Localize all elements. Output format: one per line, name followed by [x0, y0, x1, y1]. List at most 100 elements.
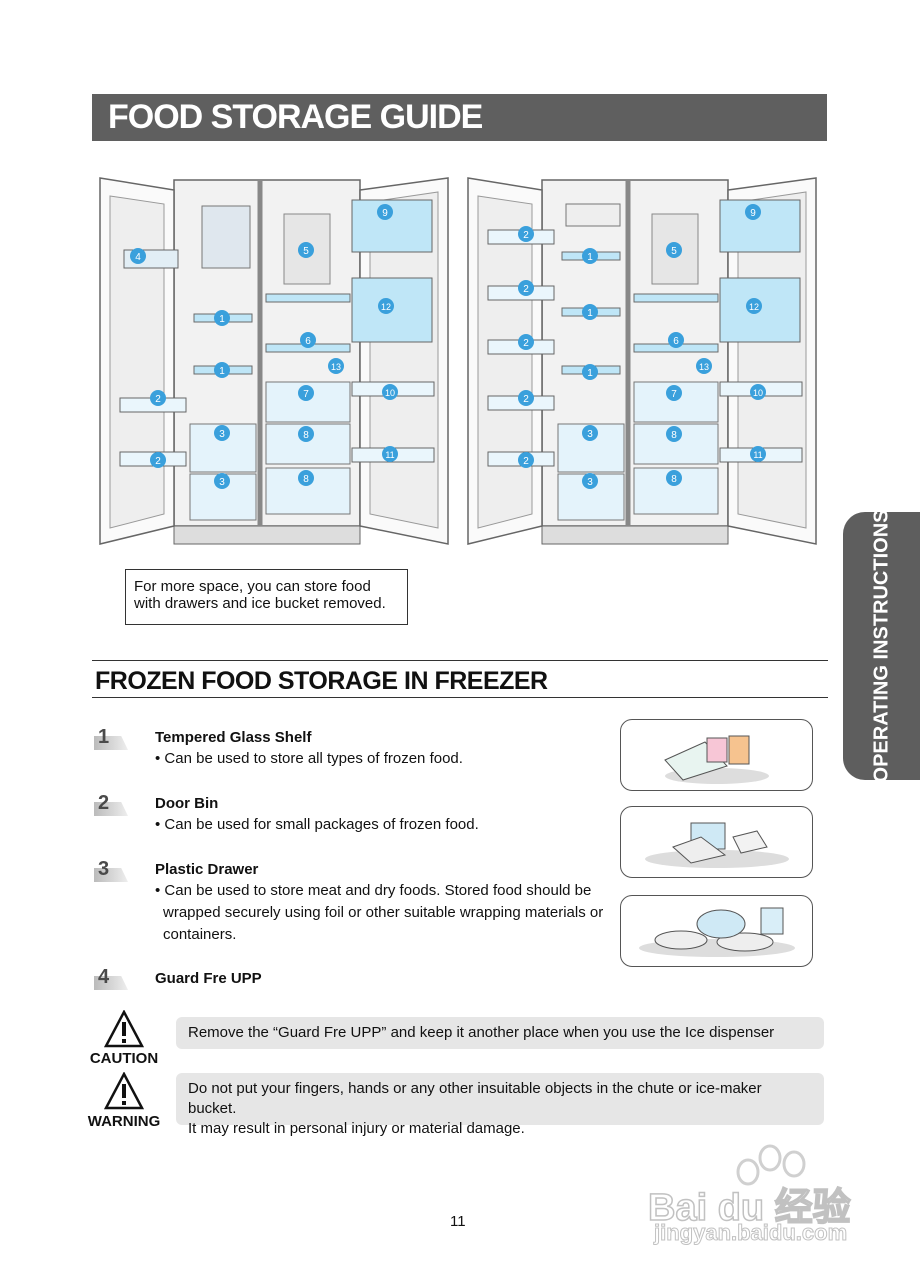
label-6: 6	[300, 332, 316, 348]
section-title-bar: FROZEN FOOD STORAGE IN FREEZER	[92, 660, 828, 698]
label-8: 8	[298, 426, 314, 442]
label-2: 2	[518, 280, 534, 296]
watermark-url: jingyan.baidu.com	[653, 1220, 848, 1246]
svg-text:5: 5	[671, 246, 677, 257]
svg-text:1: 1	[219, 314, 225, 325]
label-8: 8	[298, 470, 314, 486]
label-1: 1	[582, 364, 598, 380]
label-3: 3	[582, 425, 598, 441]
svg-text:3: 3	[587, 477, 593, 488]
label-12: 12	[746, 298, 762, 314]
label-8: 8	[666, 426, 682, 442]
svg-text:2: 2	[523, 284, 529, 295]
label-12: 12	[378, 298, 394, 314]
warning-text-line2: It may result in personal injury or mate…	[188, 1120, 525, 1137]
svg-text:8: 8	[303, 430, 309, 441]
side-tab-label: OPERATING INSTRUCTIONS	[870, 509, 892, 783]
svg-text:4: 4	[135, 252, 141, 263]
svg-text:2: 2	[523, 338, 529, 349]
svg-text:6: 6	[305, 336, 311, 347]
item-number-2: 2	[90, 792, 128, 816]
food-image-packages	[620, 806, 813, 878]
svg-text:13: 13	[331, 362, 341, 372]
caution-text: Remove the “Guard Fre UPP” and keep it a…	[188, 1024, 775, 1041]
watermark-brand: Bai du 经验	[647, 1186, 851, 1230]
svg-text:3: 3	[219, 429, 225, 440]
callout-box: For more space, you can store food with …	[125, 569, 408, 625]
svg-text:9: 9	[382, 208, 388, 219]
svg-text:11: 11	[753, 450, 762, 460]
label-13: 13	[328, 358, 344, 374]
label-11: 11	[750, 446, 766, 462]
label-2: 2	[518, 452, 534, 468]
label-2: 2	[150, 452, 166, 468]
section-title: FROZEN FOOD STORAGE IN FREEZER	[95, 667, 548, 695]
item-text-plastic-drawer-line2: wrapped securely using foil or other sui…	[163, 904, 604, 921]
label-13: 13	[696, 358, 712, 374]
caution-label: CAUTION	[89, 1050, 159, 1067]
svg-text:10: 10	[753, 388, 763, 398]
item-text-glass-shelf: • Can be used to store all types of froz…	[155, 750, 463, 767]
svg-text:12: 12	[749, 302, 759, 312]
svg-text:9: 9	[750, 208, 756, 219]
fridge-illustration-right: 2 1 5 9 2 12 1 6 2 1 13 7 10 2 3 8 11 2 …	[466, 176, 818, 548]
page-title: FOOD STORAGE GUIDE	[108, 98, 483, 136]
label-8: 8	[666, 470, 682, 486]
label-2: 2	[518, 226, 534, 242]
svg-text:5: 5	[303, 246, 309, 257]
label-2: 2	[150, 390, 166, 406]
food-image-shelf	[620, 719, 813, 791]
label-2: 2	[518, 390, 534, 406]
warning-note: Do not put your fingers, hands or any ot…	[176, 1073, 824, 1137]
fridge-diagram-right: 2 1 5 9 2 12 1 6 2 1 13 7 10 2 3 8 11 2 …	[467, 177, 817, 545]
svg-text:1: 1	[219, 366, 225, 377]
caution-icon	[104, 1010, 144, 1048]
svg-text:8: 8	[671, 474, 677, 485]
svg-text:8: 8	[671, 430, 677, 441]
meat-food-icon	[639, 907, 795, 957]
label-10: 10	[750, 384, 766, 400]
item-title-door-bin: Door Bin	[155, 795, 219, 812]
svg-text:2: 2	[523, 394, 529, 405]
label-7: 7	[298, 385, 314, 401]
svg-text:12: 12	[381, 302, 391, 312]
label-7: 7	[666, 385, 682, 401]
warning-icon	[104, 1072, 144, 1110]
svg-text:1: 1	[587, 308, 593, 319]
svg-text:10: 10	[385, 388, 395, 398]
svg-text:2: 2	[523, 230, 529, 241]
food-image-meat	[620, 895, 813, 967]
baidu-watermark: Bai du 经验 jingyan.baidu.com	[647, 1140, 868, 1250]
svg-text:11: 11	[385, 450, 394, 460]
label-2: 2	[518, 334, 534, 350]
item-text-plastic-drawer-line3: containers.	[163, 926, 237, 943]
label-10: 10	[382, 384, 398, 400]
package-food-icon	[645, 822, 789, 868]
label-3: 3	[582, 473, 598, 489]
label-1: 1	[214, 362, 230, 378]
svg-text:1: 1	[587, 252, 593, 263]
svg-text:6: 6	[673, 336, 679, 347]
svg-text:2: 2	[155, 394, 161, 405]
item-text-plastic-drawer-line1: • Can be used to store meat and dry food…	[155, 882, 592, 899]
label-11: 11	[382, 446, 398, 462]
item-number-3: 3	[90, 858, 128, 882]
label-5: 5	[298, 242, 314, 258]
svg-text:8: 8	[303, 474, 309, 485]
item-title-plastic-drawer: Plastic Drawer	[155, 861, 259, 878]
paw-logo-icon	[736, 1144, 806, 1186]
fridge-diagram-left: 4 5 9 12 1 6 13 1 7 10 2 3 8 11 2 3 8	[99, 177, 449, 545]
svg-text:3: 3	[587, 429, 593, 440]
frozen-food-icon	[664, 735, 769, 784]
fridge-illustration-left: 4 5 9 12 1 6 13 1 7 10 2 3 8 11 2 3 8	[98, 176, 450, 548]
label-9: 9	[377, 204, 393, 220]
warning-label: WARNING	[87, 1113, 161, 1130]
caution-note: Remove the “Guard Fre UPP” and keep it a…	[176, 1017, 824, 1049]
page-number: 11	[450, 1213, 466, 1230]
label-9: 9	[745, 204, 761, 220]
svg-text:2: 2	[523, 456, 529, 467]
label-1: 1	[582, 248, 598, 264]
svg-text:2: 2	[155, 456, 161, 467]
svg-text:13: 13	[699, 362, 709, 372]
label-4: 4	[130, 248, 146, 264]
